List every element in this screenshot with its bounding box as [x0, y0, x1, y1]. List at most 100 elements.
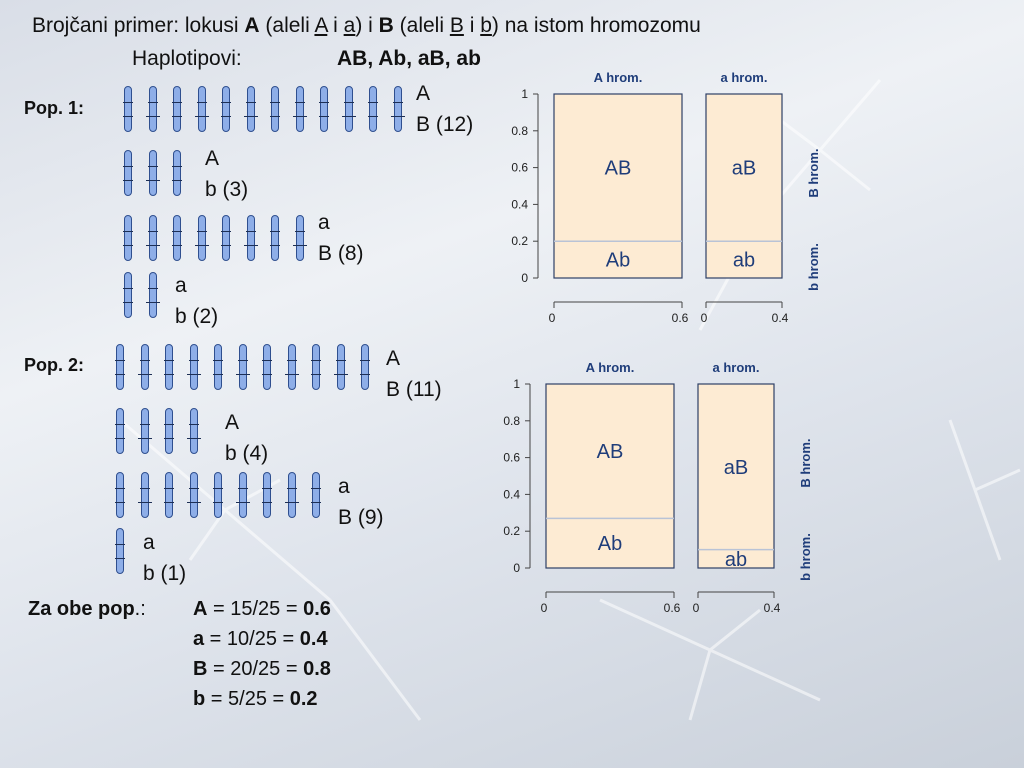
- chromosome: [148, 150, 157, 196]
- locus-mark: [213, 488, 223, 489]
- y-tick-label: 0: [513, 561, 520, 575]
- locus-mark: [139, 488, 150, 489]
- locus-mark: [186, 502, 201, 503]
- side-label-top: B hrom.: [798, 438, 813, 487]
- x-tick-label: 0.4: [764, 601, 781, 615]
- locus-mark: [147, 231, 158, 232]
- locus-mark: [115, 424, 125, 425]
- chromosome: [173, 215, 181, 261]
- locus-mark: [235, 374, 250, 375]
- mosaic-cell-A: [545, 383, 675, 569]
- locus-mark: [186, 438, 201, 439]
- locus-mark: [115, 438, 125, 439]
- locus-mark: [245, 231, 256, 232]
- chromosome: [295, 86, 304, 132]
- chromosome: [124, 150, 132, 196]
- chromosome: [140, 408, 149, 454]
- locus-mark: [194, 116, 209, 117]
- locus-mark: [360, 360, 370, 361]
- locus-mark: [368, 102, 378, 103]
- chromosome: [312, 344, 320, 390]
- locus-mark: [360, 374, 370, 375]
- chromosome: [173, 86, 181, 132]
- locus-mark: [172, 180, 182, 181]
- x-tick-label: 0: [541, 601, 548, 615]
- mosaic-label-top: AB: [605, 158, 632, 180]
- locus-mark: [284, 502, 299, 503]
- locus-mark: [270, 102, 280, 103]
- chromosome: [263, 472, 271, 518]
- chromosome: [287, 472, 296, 518]
- locus-mark: [186, 374, 201, 375]
- locus-mark: [235, 502, 250, 503]
- locus-mark: [188, 488, 199, 489]
- locus-mark: [368, 116, 378, 117]
- locus-mark: [319, 102, 329, 103]
- locus-mark: [123, 302, 133, 303]
- chromosome: [222, 86, 230, 132]
- locus-mark: [172, 116, 182, 117]
- locus-mark: [115, 502, 125, 503]
- header-left: A hrom.: [586, 360, 635, 375]
- locus-mark: [164, 488, 174, 489]
- chromosome: [116, 472, 124, 518]
- locus-mark: [145, 116, 160, 117]
- locus-mark: [115, 374, 125, 375]
- locus-mark: [390, 116, 405, 117]
- mosaic-label-top: AB: [597, 441, 624, 463]
- locus-mark: [335, 360, 346, 361]
- locus-mark: [286, 488, 297, 489]
- locus-mark: [221, 116, 231, 117]
- locus-mark: [311, 488, 321, 489]
- locus-mark: [172, 102, 182, 103]
- locus-mark: [194, 245, 209, 246]
- locus-mark: [343, 102, 354, 103]
- locus-mark: [145, 245, 160, 246]
- locus-mark: [319, 116, 329, 117]
- locus-mark: [262, 502, 272, 503]
- header-right: a hrom.: [721, 70, 768, 85]
- x-tick-label: 0: [549, 311, 556, 325]
- summary-label: Za obe pop.:: [28, 598, 146, 620]
- chromosome: [189, 408, 198, 454]
- mosaic-label-top: aB: [732, 158, 756, 180]
- locus-mark: [147, 102, 158, 103]
- locus-mark: [123, 231, 133, 232]
- locus-mark: [237, 488, 248, 489]
- locus-mark: [196, 231, 207, 232]
- locus-mark: [341, 116, 356, 117]
- locus-mark: [147, 166, 158, 167]
- chromosome: [165, 408, 173, 454]
- header-right: a hrom.: [713, 360, 760, 375]
- mosaic-cell-a: [697, 383, 775, 569]
- chromosome: [287, 344, 296, 390]
- locus-mark: [164, 360, 174, 361]
- chromosome: [148, 272, 157, 318]
- chromosome: [246, 86, 255, 132]
- locus-mark: [262, 488, 272, 489]
- chromosome: [369, 86, 377, 132]
- chromosome: [197, 215, 206, 261]
- header-left: A hrom.: [594, 70, 643, 85]
- side-label-bottom: b hrom.: [798, 533, 813, 581]
- locus-mark: [123, 245, 133, 246]
- locus-mark: [392, 102, 403, 103]
- summary-line-A: A = 15/25 = 0.6: [193, 598, 331, 620]
- locus-mark: [221, 102, 231, 103]
- chromosome: [263, 344, 271, 390]
- locus-mark: [270, 231, 280, 232]
- x-tick-label: 0.6: [664, 601, 681, 615]
- chromosome: [271, 215, 279, 261]
- locus-mark: [245, 102, 256, 103]
- chromosome: [197, 86, 206, 132]
- locus-mark: [145, 180, 160, 181]
- chromosome: [140, 472, 149, 518]
- locus-mark: [139, 360, 150, 361]
- y-tick-label: 0.4: [503, 487, 520, 501]
- locus-mark: [270, 116, 280, 117]
- chromosome: [173, 150, 181, 196]
- chromosome: [344, 86, 353, 132]
